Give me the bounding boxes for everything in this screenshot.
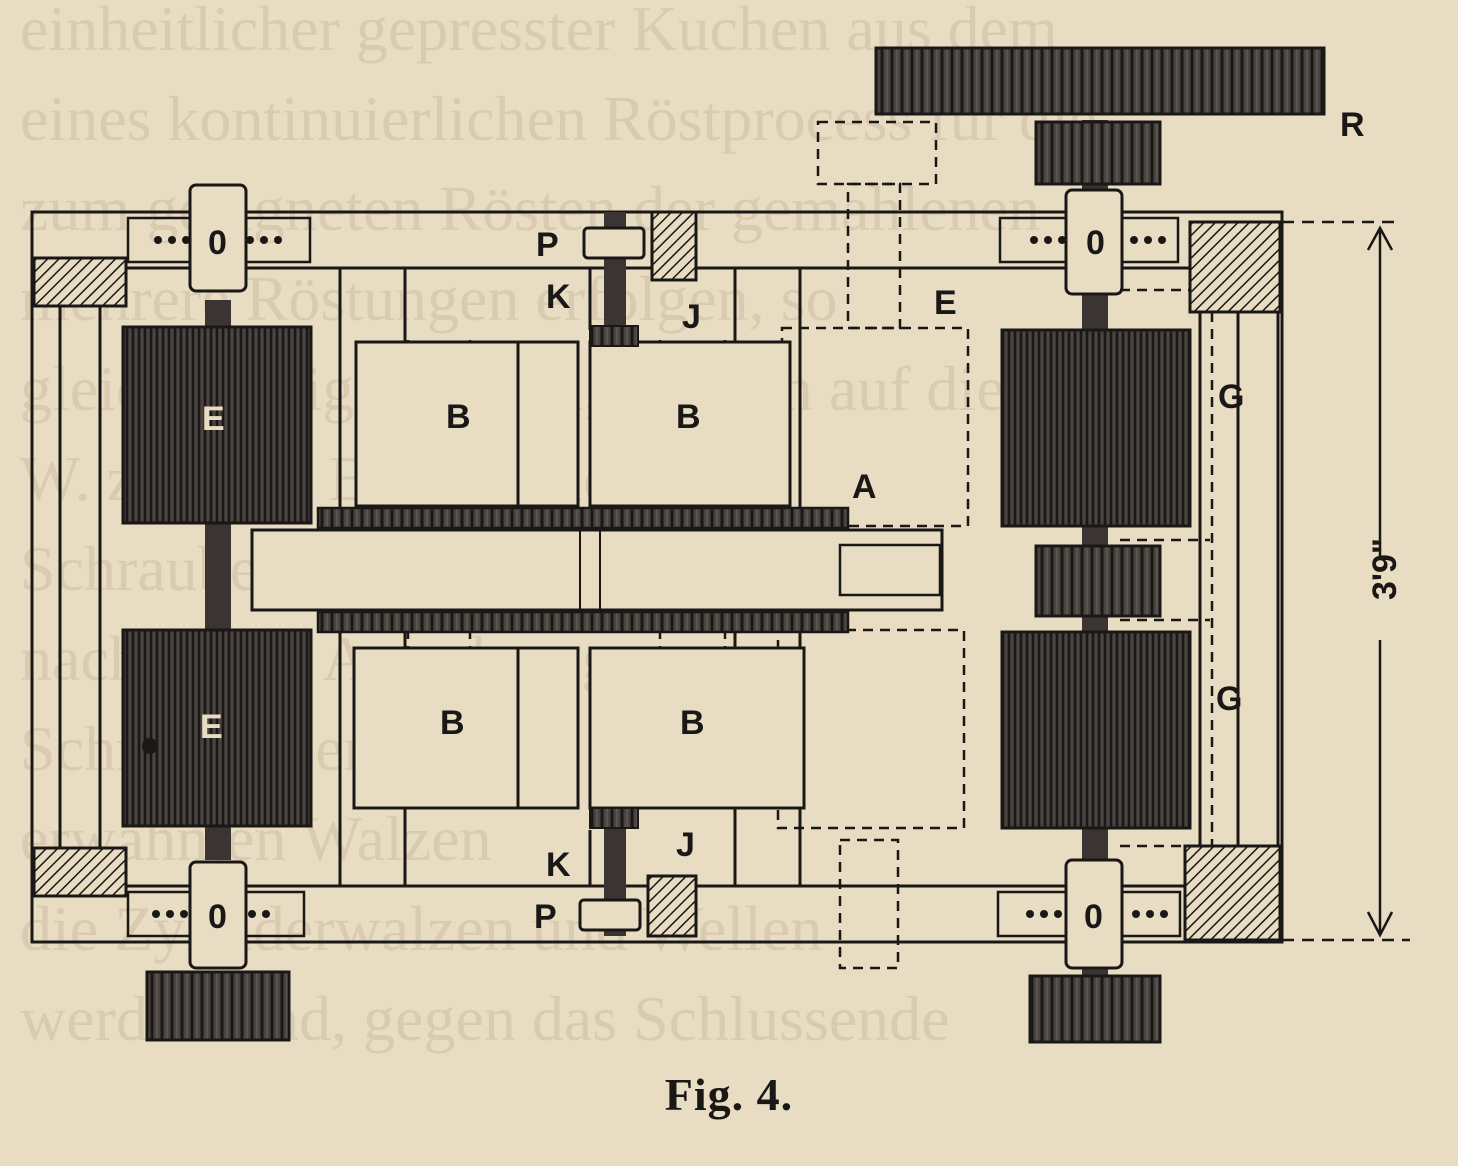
label-b-1: B [446, 398, 471, 436]
middle-pulley [1034, 544, 1162, 618]
corner-blocks [32, 210, 1282, 942]
label-p-1: P [536, 226, 559, 264]
b-blocks [352, 340, 806, 810]
bolt-holes [152, 236, 1168, 918]
label-o-1: 0 [208, 224, 227, 262]
label-p-2: P [534, 898, 557, 936]
roller-e-top [121, 325, 313, 525]
gear-top-right [1034, 120, 1162, 186]
bearing-bottom-left [188, 860, 248, 970]
label-j-1: J [682, 298, 701, 336]
label-r: R [1340, 106, 1365, 144]
dimension-label: 3'9" [1366, 538, 1404, 600]
ghost-text-line: die Zylinderwalzen und Wellen [20, 893, 822, 964]
figure-caption: Fig. 4. [664, 1069, 794, 1120]
ghost-text-line: mehrere Röstungen erfolgen, so [20, 263, 838, 334]
bearing-top-left [188, 183, 248, 293]
dimension-line [1282, 220, 1410, 942]
label-b-3: B [440, 704, 465, 742]
label-k-2: K [546, 846, 571, 884]
block-b-4 [588, 646, 806, 810]
central-shaft-a [250, 506, 944, 634]
label-e-2: E [200, 708, 223, 746]
label-e-3: E [934, 284, 957, 322]
ghost-text-line: W. z. B. Im Betrieb dieser [20, 443, 686, 514]
label-b-2: B [676, 398, 701, 436]
label-o-4: 0 [1084, 898, 1103, 936]
right-roller-assembly [874, 46, 1326, 1044]
label-k-1: K [546, 278, 571, 316]
roller-e-bottom [121, 628, 313, 828]
label-a: A [852, 468, 877, 506]
block-b-2 [588, 340, 792, 508]
gear-bottom-right [1028, 974, 1162, 1044]
bearing-bottom-right [1064, 858, 1124, 970]
bearing-top-right [1064, 188, 1124, 296]
roller-g-bottom [1000, 630, 1192, 830]
label-b-4: B [680, 704, 705, 742]
label-j-2: J [676, 826, 695, 864]
block-b-1 [354, 340, 580, 508]
drive-gear-r [874, 46, 1326, 116]
label-o-2: 0 [208, 898, 227, 936]
label-g-1: G [1218, 378, 1244, 416]
roller-g-top [1000, 328, 1192, 528]
block-b-3 [352, 646, 580, 810]
left-roller-assembly [121, 183, 313, 1042]
label-g-2: G [1216, 680, 1242, 718]
label-o-3: 0 [1086, 224, 1105, 262]
gear-bottom-left [145, 970, 291, 1042]
screw-shaft [578, 212, 646, 936]
label-e-1: E [202, 400, 225, 438]
